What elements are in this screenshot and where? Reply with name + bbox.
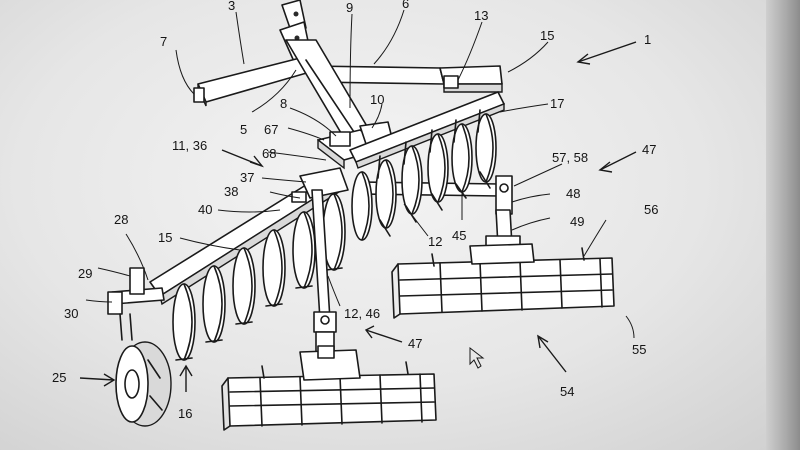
direction-arrows [79, 41, 637, 392]
label-28: 28 [114, 212, 128, 227]
label-6: 6 [402, 0, 409, 11]
mouse-cursor-icon [469, 346, 485, 369]
leader-lines [85, 9, 635, 339]
label-54: 54 [560, 384, 574, 399]
disc [172, 283, 196, 361]
label-56: 56 [644, 202, 658, 217]
label-68: 68 [262, 146, 276, 161]
label-47-bottom: 47 [408, 336, 422, 351]
monitor-bezel [766, 0, 800, 450]
label-67: 67 [264, 122, 278, 137]
label-57-58: 57, 58 [552, 150, 588, 165]
label-55: 55 [632, 342, 646, 357]
label-12: 12 [428, 234, 442, 249]
label-11-36: 11, 36 [172, 138, 207, 153]
label-1: 1 [644, 32, 651, 47]
label-16: 16 [178, 406, 192, 421]
label-47-top: 47 [642, 142, 656, 157]
label-10: 10 [370, 92, 384, 107]
label-48: 48 [566, 186, 580, 201]
disc [232, 247, 256, 325]
label-13: 13 [474, 8, 488, 23]
label-9: 9 [346, 0, 353, 15]
label-12-46: 12, 46 [344, 306, 380, 321]
label-40: 40 [198, 202, 212, 217]
label-30: 30 [64, 306, 78, 321]
label-17: 17 [550, 96, 564, 111]
label-3: 3 [228, 0, 235, 13]
reference-numerals: 3 6 9 13 15 1 7 8 10 17 5 67 11, 36 68 5… [52, 0, 658, 421]
rear-disc-gang [351, 109, 497, 241]
label-49: 49 [570, 214, 584, 229]
disc [427, 133, 449, 203]
disc [375, 159, 397, 229]
disc [475, 113, 497, 183]
label-45: 45 [452, 228, 466, 243]
label-8: 8 [280, 96, 287, 111]
support-wheel [107, 267, 172, 427]
disc [292, 211, 316, 289]
disc [351, 171, 373, 241]
rear-gang-beam [349, 91, 505, 169]
rear-roller [391, 243, 615, 319]
label-25: 25 [52, 370, 66, 385]
label-38: 38 [224, 184, 238, 199]
label-29: 29 [78, 266, 92, 281]
disc [202, 265, 226, 343]
disc [262, 229, 286, 307]
label-5: 5 [240, 122, 247, 137]
label-37: 37 [240, 170, 254, 185]
label-15-top: 15 [540, 28, 554, 43]
label-15-left: 15 [158, 230, 172, 245]
front-disc-gang [172, 193, 346, 361]
label-7: 7 [160, 34, 167, 49]
disc [401, 145, 423, 215]
front-roller [221, 345, 437, 431]
